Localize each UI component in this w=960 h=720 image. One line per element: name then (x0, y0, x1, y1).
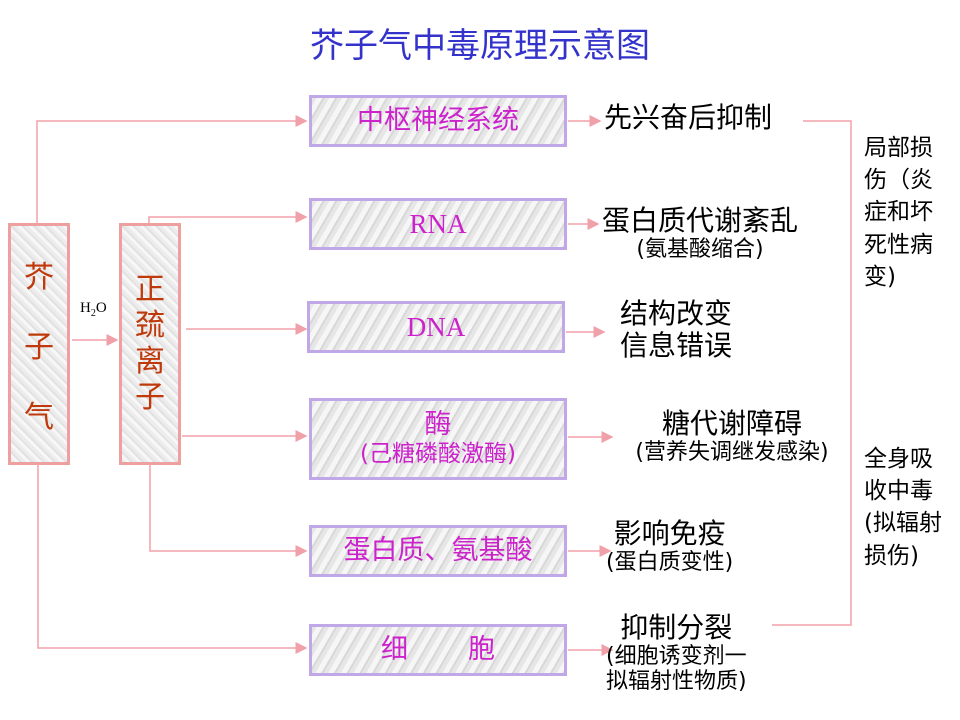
arrow-to-protein (149, 464, 308, 557)
source-box-mustard-gas: 芥 子 气 (8, 223, 70, 465)
ion-char: 离 (135, 344, 165, 379)
result-cell: 抑制分裂(细胞诱变剂一拟辐射性物质) (606, 611, 747, 695)
target-enzyme: 酶(己糖磷酸激酶) (309, 398, 567, 480)
result-dna: 结构改变信息错误 (620, 297, 733, 363)
result-enzyme: 糖代谢障碍(营养失调继发感染) (635, 407, 829, 466)
arrow-to-rna (148, 211, 308, 224)
ion-box-sulfonium: 正 巯 离 子 (119, 223, 181, 465)
target-dna: DNA (307, 301, 565, 353)
arrow-to-cns (36, 115, 308, 224)
ion-char: 子 (135, 380, 165, 415)
effect-systemic-poisoning: 全身吸收中毒(拟辐射损伤) (864, 446, 942, 569)
target-protein: 蛋白质、氨基酸 (309, 525, 567, 577)
page-title: 芥子气中毒原理示意图 (310, 26, 650, 66)
target-rna: RNA (309, 198, 567, 250)
ion-char: 正 (135, 272, 165, 307)
h2o-label: H2O (80, 300, 107, 319)
target-cell: 细胞 (309, 624, 567, 676)
result-protein: 影响免疫(蛋白质变性) (606, 517, 734, 576)
source-char: 芥 (24, 260, 54, 295)
result-cns: 先兴奋后抑制 (604, 101, 773, 134)
effects-bracket (772, 120, 852, 626)
arrow-to-cell (37, 464, 308, 654)
source-char: 子 (24, 330, 54, 365)
effect-local-damage: 局部损伤（炎症和坏死性病变) (864, 135, 933, 290)
ion-char: 巯 (135, 308, 165, 343)
source-char: 气 (24, 400, 54, 435)
target-cns: 中枢神经系统 (309, 95, 567, 147)
result-rna: 蛋白质代谢紊乱(氨基酸缩合) (602, 204, 799, 263)
